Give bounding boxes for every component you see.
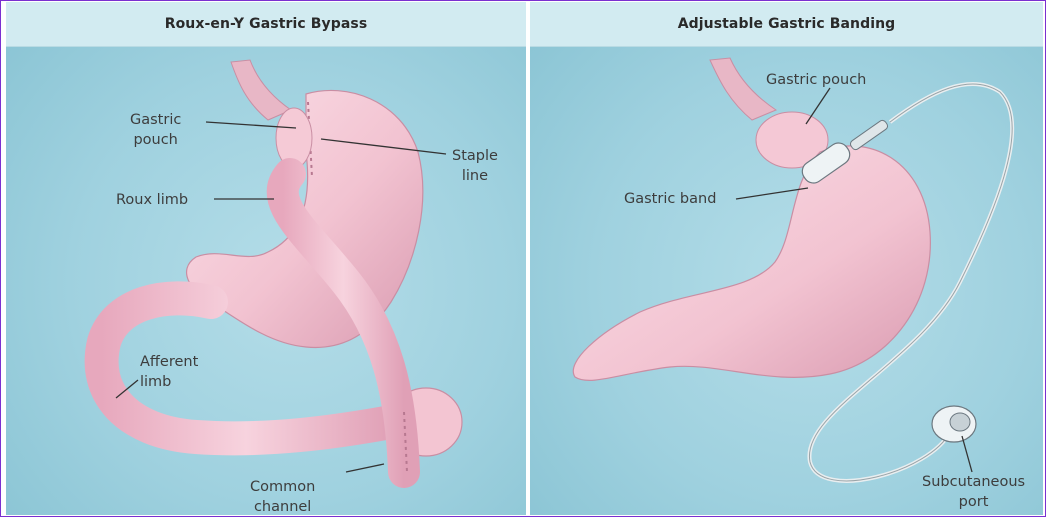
panel-gastric-banding: Adjustable Gastric Banding Gastric pouch…	[530, 2, 1043, 515]
label-gastric-band: Gastric band	[624, 189, 716, 209]
stomach-body	[573, 146, 930, 380]
label-gastric-pouch: Gastric pouch	[766, 70, 866, 90]
label-staple-line: Staple line	[452, 146, 498, 186]
label-roux-limb: Roux limb	[116, 190, 188, 210]
leader-gastric-pouch	[806, 88, 830, 124]
leader-subcutaneous-port	[962, 436, 972, 472]
label-afferent-limb: Afferent limb	[140, 352, 198, 392]
panel-title-roux-en-y: Roux-en-Y Gastric Bypass	[6, 2, 526, 47]
label-common-channel: Common channel	[250, 477, 315, 515]
leader-common-channel	[346, 464, 384, 472]
label-gastric-pouch: Gastric pouch	[130, 110, 181, 150]
label-subcutaneous-port: Subcutaneous port	[922, 472, 1025, 512]
panel-divider	[527, 2, 529, 515]
esophagus	[231, 60, 291, 120]
roux-en-y-illustration	[6, 2, 526, 515]
panel-roux-en-y: Roux-en-Y Gastric Bypass Gastric pouch S…	[6, 2, 526, 515]
panel-title-gastric-banding: Adjustable Gastric Banding	[530, 2, 1043, 47]
port-septum	[950, 413, 970, 431]
gastric-band-connector	[849, 119, 889, 151]
